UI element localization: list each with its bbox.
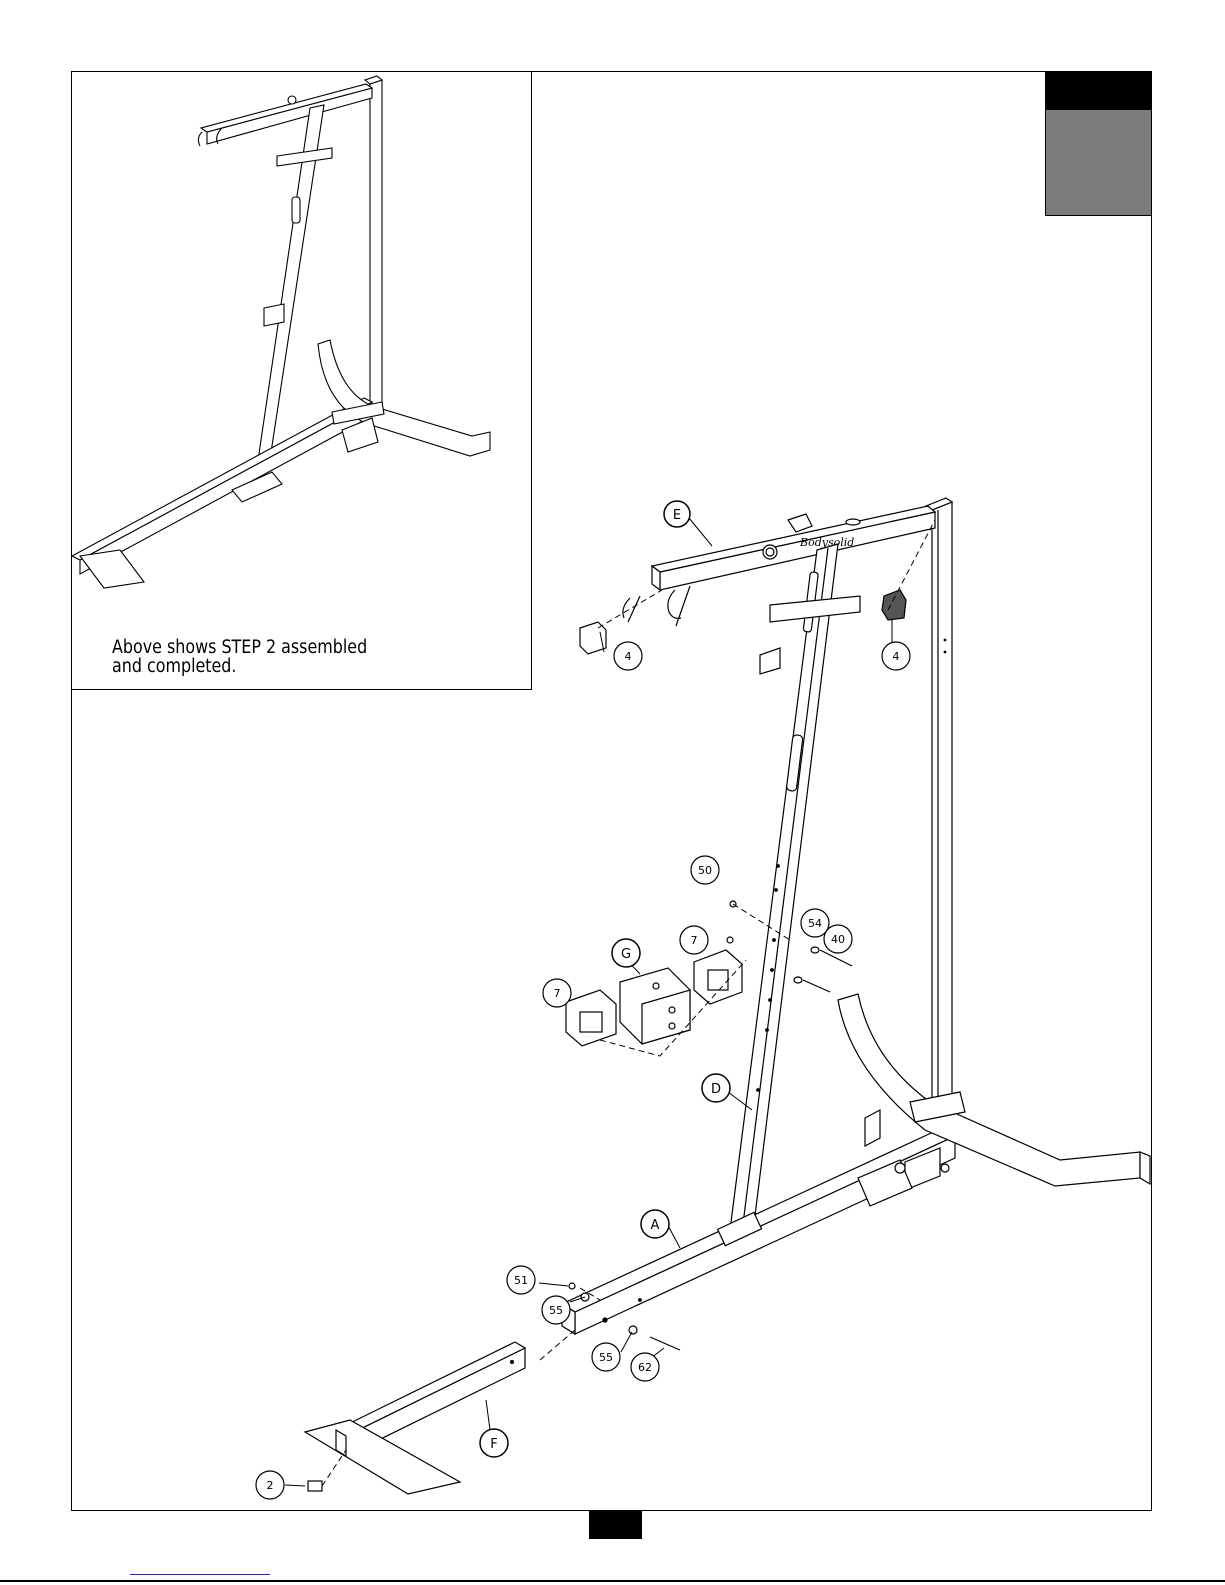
part-label-e: E	[664, 501, 690, 527]
svg-text:55: 55	[549, 1304, 563, 1317]
part-label-a: A	[641, 1210, 669, 1238]
rear-upright	[926, 498, 952, 1114]
callout-50: 50	[691, 856, 719, 884]
inset-caption-line1: Above shows STEP 2 assembled	[112, 638, 367, 657]
svg-text:4: 4	[625, 650, 632, 663]
insert-7-left	[566, 990, 616, 1046]
front-upright-d	[730, 544, 860, 1232]
footer-rule	[0, 1580, 1225, 1582]
svg-text:51: 51	[514, 1274, 528, 1287]
svg-text:G: G	[621, 947, 631, 962]
callout-55-upper: 55	[542, 1296, 570, 1324]
part-label-f: F	[480, 1429, 508, 1457]
page-number-tab	[589, 1511, 642, 1539]
callout-4-left: 4	[614, 642, 642, 670]
callout-7-left: 7	[543, 979, 571, 1007]
front-stabilizer-f	[305, 1342, 525, 1494]
svg-text:62: 62	[638, 1361, 652, 1374]
svg-text:7: 7	[554, 987, 561, 1000]
footer-link-underline	[130, 1574, 270, 1575]
inset-drawing	[72, 72, 533, 691]
insert-7-right	[694, 950, 742, 1004]
svg-text:2: 2	[267, 1479, 274, 1492]
callout-7-right: 7	[680, 926, 708, 954]
end-cap-4-left	[580, 622, 606, 654]
svg-text:54: 54	[808, 917, 822, 930]
callout-51: 51	[507, 1266, 535, 1294]
callout-62: 62	[631, 1353, 659, 1381]
svg-text:40: 40	[831, 933, 845, 946]
part-label-g: G	[612, 939, 640, 967]
svg-text:D: D	[711, 1082, 721, 1097]
part-label-d: D	[702, 1074, 730, 1102]
end-cap-4-right	[882, 590, 906, 620]
callout-40: 40	[824, 925, 852, 953]
svg-text:A: A	[651, 1218, 660, 1233]
svg-text:7: 7	[691, 934, 698, 947]
svg-text:F: F	[490, 1437, 497, 1452]
callout-4-right: 4	[882, 642, 910, 670]
inset-caption-line2: and completed.	[112, 657, 367, 676]
callout-55-lower: 55	[592, 1343, 620, 1371]
completed-step-inset: Above shows STEP 2 assembled and complet…	[71, 71, 532, 690]
svg-text:E: E	[673, 508, 681, 523]
bracket-g	[620, 968, 690, 1044]
svg-text:55: 55	[599, 1351, 613, 1364]
svg-text:50: 50	[698, 864, 712, 877]
inset-caption: Above shows STEP 2 assembled and complet…	[112, 638, 367, 676]
svg-text:4: 4	[893, 650, 900, 663]
callout-2: 2	[256, 1471, 284, 1499]
